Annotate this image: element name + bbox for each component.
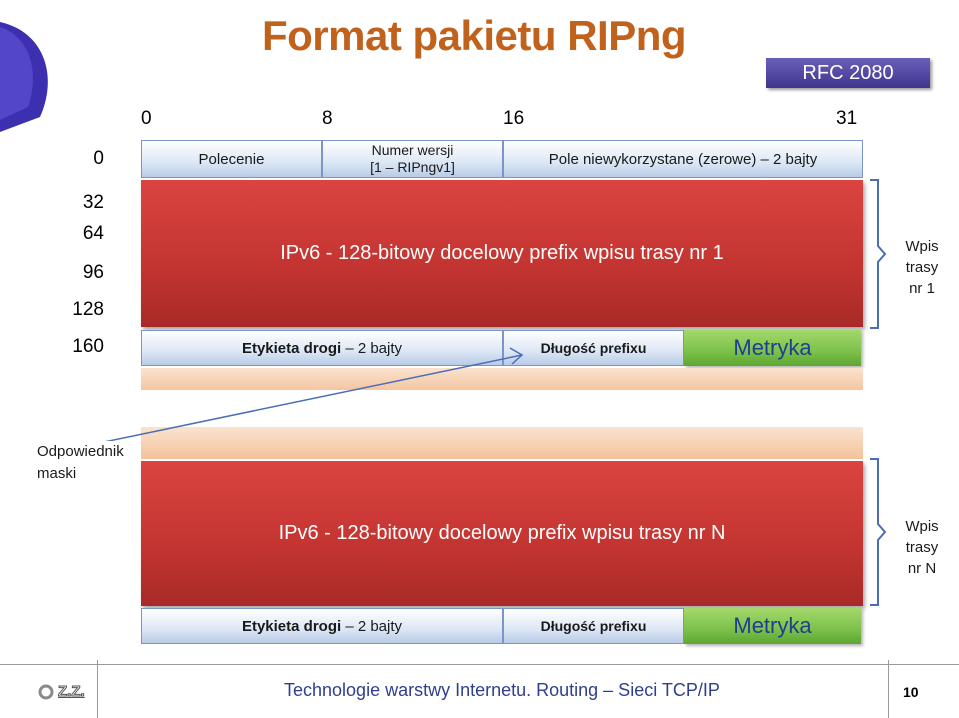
route-entry-1-prefix-label: IPv6 - 128-bitowy docelowy prefix wpisu … bbox=[280, 242, 724, 264]
route-entry-n-prefix-block: IPv6 - 128-bitowy docelowy prefix wpisu … bbox=[141, 461, 863, 606]
route-entry-1-prefix-length-label: Długość prefixu bbox=[540, 340, 647, 356]
rfc-badge: RFC 2080 bbox=[766, 58, 930, 88]
route-entry-1-prefix-block: IPv6 - 128-bitowy docelowy prefix wpisu … bbox=[141, 180, 863, 327]
route-entry-n-prefix-label: IPv6 - 128-bitowy docelowy prefix wpisu … bbox=[278, 522, 726, 544]
route-entry-n-brace bbox=[870, 458, 887, 606]
separator-stripe-bottom bbox=[141, 427, 863, 459]
footer-divider bbox=[0, 664, 959, 665]
ruler-bit-0: 0 bbox=[141, 108, 152, 129]
route-entry-1-metric-label: Metryka bbox=[733, 335, 812, 360]
footer-divider-right bbox=[888, 660, 889, 718]
footer-title: Technologie warstwy Internetu. Routing –… bbox=[284, 680, 720, 700]
command-field: Polecenie bbox=[141, 140, 322, 178]
footer-divider-left bbox=[97, 660, 98, 718]
route-entry-1-tag-rest: – 2 bajty bbox=[341, 339, 403, 357]
version-label-line1: Numer wersji bbox=[371, 142, 454, 158]
row-number-32: 32 bbox=[82, 192, 104, 213]
route-entry-n-prefix-length-label: Długość prefixu bbox=[540, 618, 647, 634]
route-entry-1-brace bbox=[870, 179, 887, 329]
row-number-96: 96 bbox=[82, 262, 104, 283]
route-entry-n-brace-label: Wpis trasy nr N bbox=[905, 518, 939, 577]
ruler-bit-8: 8 bbox=[322, 108, 333, 129]
unused-field: Pole niewykorzystane (zerowe) – 2 bajty bbox=[503, 140, 863, 178]
separator-stripe-top bbox=[141, 368, 863, 393]
route-entry-n-tag-rest: – 2 bajty bbox=[341, 617, 403, 635]
mask-label: Odpowiednik maski bbox=[37, 441, 124, 485]
route-entry-n-tag-bold: Etykieta drogi bbox=[241, 617, 342, 635]
row-number-64: 64 bbox=[82, 223, 104, 244]
version-label-line2: [1 – RIPngv1] bbox=[370, 159, 455, 175]
command-label: Polecenie bbox=[198, 150, 265, 168]
row-number-0: 0 bbox=[93, 148, 104, 169]
route-entry-1-tag-bold: Etykieta drogi bbox=[241, 339, 342, 357]
row-number-160: 160 bbox=[72, 336, 104, 357]
decorative-corner-shape bbox=[0, 22, 48, 132]
route-entry-1-prefix-length-field: Długość prefixu bbox=[503, 330, 684, 366]
logo-circle-icon bbox=[38, 684, 54, 699]
ruler-bit-31: 31 bbox=[836, 108, 858, 129]
unused-label: Pole niewykorzystane (zerowe) – 2 bajty bbox=[548, 150, 818, 168]
page-number: 10 bbox=[903, 684, 919, 700]
route-entry-n-metric-field: Metryka bbox=[684, 608, 861, 644]
ruler-bit-16: 16 bbox=[503, 108, 525, 129]
route-entry-1-tag-field: Etykieta drogi – 2 bajty bbox=[141, 330, 503, 366]
version-field: Numer wersji [1 – RIPngv1] bbox=[322, 140, 503, 178]
route-entry-1-brace-label: Wpis trasy nr 1 bbox=[905, 238, 939, 297]
route-entry-n-prefix-length-field: Długość prefixu bbox=[503, 608, 684, 644]
page-title: Format pakietu RIPng bbox=[262, 12, 687, 59]
route-entry-1-metric-field: Metryka bbox=[684, 330, 861, 366]
footer-logo: Z.Z. bbox=[38, 683, 86, 701]
route-entry-n-tag-field: Etykieta drogi – 2 bajty bbox=[141, 608, 503, 644]
route-entry-n-metric-label: Metryka bbox=[733, 613, 812, 638]
logo-text: Z.Z. bbox=[58, 683, 86, 701]
row-number-128: 128 bbox=[72, 299, 104, 320]
